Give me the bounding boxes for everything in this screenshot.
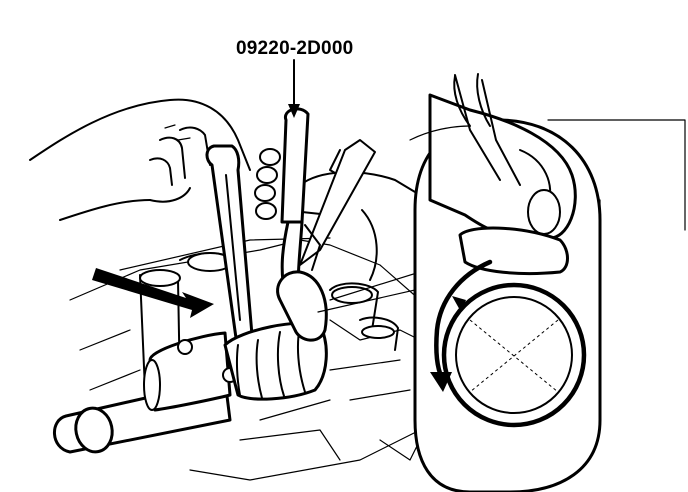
curved-arrow-icon: [434, 259, 493, 381]
left-hand: [29, 98, 251, 221]
leader-arrow-icon: [452, 296, 466, 312]
part-number-leader: [288, 59, 300, 118]
special-tool-lever: [205, 144, 254, 340]
camshaft: [53, 321, 328, 454]
part-number-label: 09220-2D000: [236, 38, 354, 59]
detail-view: [409, 73, 686, 492]
arrow-icon: [92, 268, 214, 318]
cam-lobe: [276, 270, 328, 342]
